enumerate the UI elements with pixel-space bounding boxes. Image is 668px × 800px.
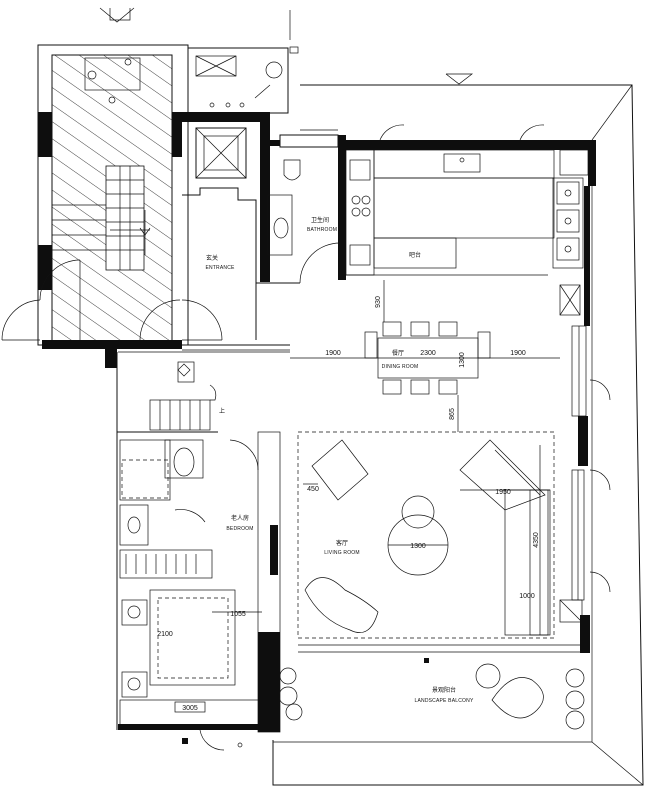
dim-865: 865 (449, 408, 456, 420)
living-label-zh: 客厅 (336, 539, 348, 547)
site-outline (99, 7, 644, 786)
dim-2300: 2300 (420, 350, 436, 357)
bathroom-label-en: BATHROOM (307, 227, 337, 233)
dim-1900-right: 1900 (510, 350, 526, 357)
bar-label: 吧台 (409, 251, 421, 259)
stair-core (1, 44, 223, 349)
dim-1300-table: 1300 (410, 543, 426, 550)
dining-label-en: DINING ROOM (382, 364, 419, 370)
dim-1950: 1950 (495, 489, 511, 496)
dim-1000: 1000 (519, 593, 535, 600)
dim-3005: 3005 (182, 705, 198, 712)
living-label-en: LIVING ROOM (324, 550, 360, 556)
dining-label-zh: 餐厅 (392, 349, 404, 357)
bedroom-label-zh: 老人房 (231, 514, 249, 522)
stair-up-label: 上 (219, 407, 225, 415)
kitchen: 吧台 (300, 124, 596, 316)
east-wall (559, 186, 611, 653)
living-room: 450 1300 客厅 LIVING ROOM 1950 4350 1000 (297, 431, 590, 653)
dim-1300-dining: 1300 (459, 352, 466, 368)
entrance-label-en: ENTRANCE (205, 265, 235, 271)
bedroom-label-en: BEDROOM (226, 526, 253, 532)
landscape-terrace: 景观阳台 LANDSCAPE BALCONY (278, 658, 585, 730)
dim-450: 450 (307, 486, 319, 493)
dining-area: 餐厅 DINING ROOM 930 1900 2300 1900 1300 8… (290, 280, 560, 432)
entrance-label-zh: 玄关 (206, 254, 218, 262)
terrace-label-zh: 景观阳台 (432, 686, 456, 694)
central-wall (229, 431, 281, 733)
bathroom-label-zh: 卫生间 (311, 216, 329, 224)
entrance-room: 玄关 ENTRANCE (182, 187, 290, 351)
dim-1055: 1055 (230, 611, 246, 618)
elevator-block (178, 47, 289, 282)
dim-2100: 2100 (157, 631, 173, 638)
dim-930: 930 (375, 296, 382, 308)
terrace-label-en: LANDSCAPE BALCONY (415, 698, 474, 704)
dim-1900-left: 1900 (325, 350, 341, 357)
bedroom: 老人房 BEDROOM 2100 1055 3005 (116, 432, 270, 751)
dim-4350: 4350 (533, 532, 540, 548)
inner-stair: 上 (105, 348, 290, 433)
stair-treads (52, 166, 144, 270)
